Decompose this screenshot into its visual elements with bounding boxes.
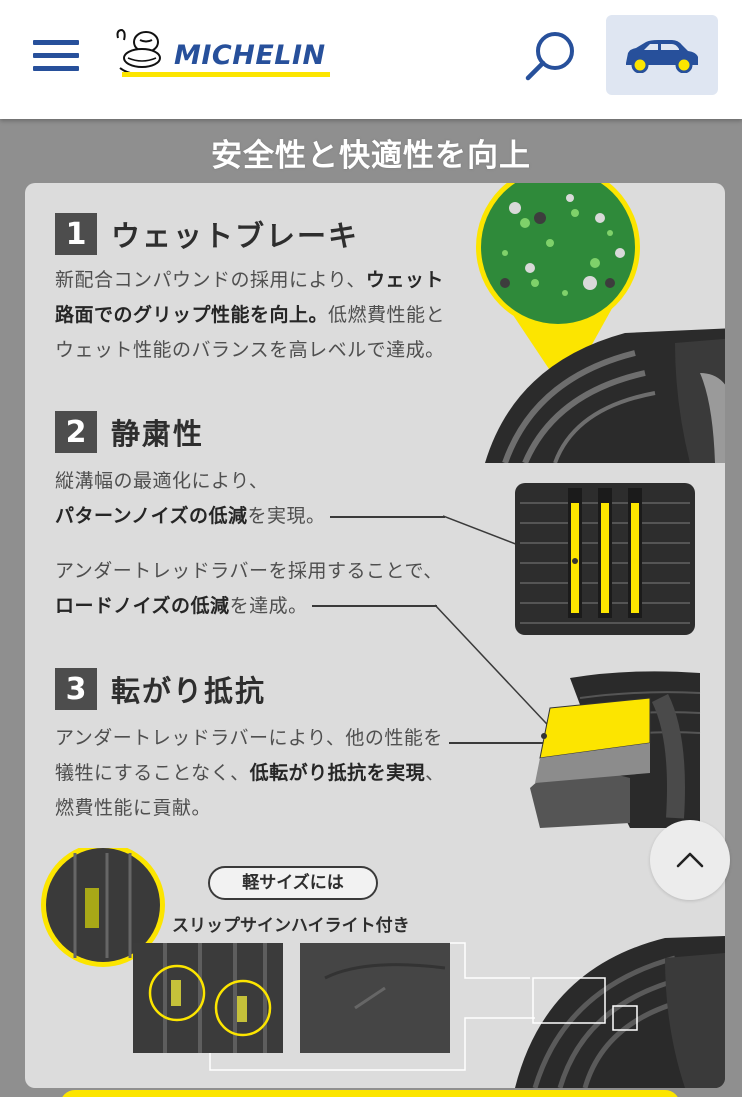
chevron-up-icon [676, 852, 704, 868]
vehicle-selector-button[interactable] [606, 15, 718, 95]
feature-card: 1 ウェットブレーキ 新配合コンパウンドの採用により、ウェット 路面でのグリップ… [25, 183, 725, 1088]
leader-line [449, 742, 549, 744]
feature-number: 1 [55, 213, 97, 255]
feature-title: 静粛性 [111, 417, 205, 451]
feature-title: 転がり抵抗 [111, 674, 267, 708]
compound-closeup-image [476, 183, 725, 463]
hamburger-menu-icon[interactable] [33, 40, 79, 72]
feature-2-description-a: 縦溝幅の最適化により、 パターンノイズの低減を実現。 [55, 470, 326, 527]
feature-number: 3 [55, 668, 97, 710]
feature-2-description-b: アンダートレッドラバーを採用することで、 ロードノイズの低減を達成。 [55, 560, 443, 617]
feature-1-heading: 1 ウェットブレーキ [55, 213, 359, 255]
scroll-to-top-button[interactable] [650, 820, 730, 900]
slip-sign-label: スリップサインハイライト付き [172, 916, 410, 936]
feature-1-description: 新配合コンパウンドの採用により、ウェット 路面でのグリップ性能を向上。低燃費性能… [55, 269, 446, 361]
car-icon [626, 40, 698, 73]
leader-line [312, 605, 437, 607]
site-header: MICHELIN [0, 0, 742, 119]
search-button[interactable] [522, 28, 580, 84]
brand-underline [122, 72, 330, 77]
feature-3-heading: 3 転がり抵抗 [55, 668, 266, 710]
kei-size-badge: 軽サイズには [208, 866, 378, 900]
feature-2-heading: 2 静粛性 [55, 411, 204, 453]
leader-line-diagonal [435, 604, 561, 739]
feature-title: ウェットブレーキ [111, 219, 360, 253]
feature-3-description: アンダートレッドラバーにより、他の性能を 犠牲にすることなく、低転がり抵抗を実現… [55, 727, 445, 819]
tyre-tread-image [515, 483, 695, 635]
tyre-cross-section-image [530, 671, 701, 828]
leader-line [330, 516, 445, 518]
slip-sign-closeup-image [41, 848, 725, 1088]
section-title: 安全性と快適性を向上 [211, 138, 531, 174]
michelin-logo[interactable]: MICHELIN [110, 28, 362, 84]
search-icon [525, 32, 574, 81]
brand-wordmark: MICHELIN [174, 40, 326, 71]
feature-number: 2 [55, 411, 97, 453]
cta-button-partial[interactable] [60, 1090, 680, 1097]
